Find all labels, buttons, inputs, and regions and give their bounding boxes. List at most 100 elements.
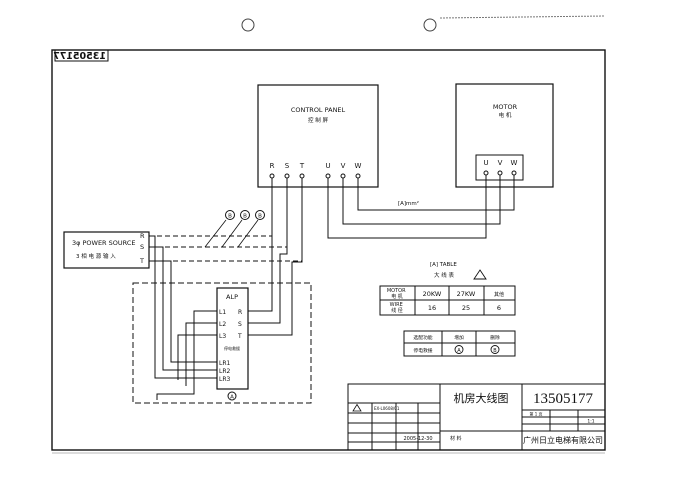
motor-wiring [327,175,515,239]
title-block-material-label: 材 料 [450,435,462,442]
legend-marker-a: A [457,348,461,354]
alp-l2: L2 [219,321,226,328]
callout-circle-1 [225,210,235,220]
cp-terminal-label-v: V [341,162,346,170]
wire-l2 [185,322,224,386]
scan-artifact-line [439,15,606,19]
punch-hole-left [241,18,255,32]
wire-alp-r-to-cp [248,178,273,312]
wire-u [327,175,487,239]
control-panel-input-terminals: R S T [270,162,305,170]
alp-s: S [238,321,242,328]
wire-v [342,175,501,225]
ps-terminal-r: R [140,232,145,240]
callout-leader-3 [237,219,259,248]
callout-leaders [204,219,259,248]
cp-terminal-label-s: S [285,162,290,170]
title-block [347,383,606,451]
table-cell-wire-cn: 线 径 [391,307,403,314]
wire-ps-t-to-alp [149,260,224,363]
wire-alp-t-to-cp [248,178,303,336]
punch-hole-right [423,18,437,32]
table-cell-motor-en: MOTOR [387,288,406,294]
title-block-date: 2005-12-30 [403,436,432,442]
callout-leader-1 [204,219,227,248]
cp-terminal-label-w: W [355,162,362,170]
cp-dot-u [325,173,331,179]
motor-title: MOTOR [493,103,518,111]
title-block-revision-code: EX-L0608/01 [374,406,400,411]
cp-terminal-dots [269,173,361,179]
table-cell-27kw: 27KW [457,290,476,298]
callout-label-3: B [258,214,262,220]
callout-circle-3 [255,210,265,220]
callout-circle-2 [240,210,250,220]
table-warning-icon [473,269,487,280]
legend-cell-option: 选配功能 [413,334,432,341]
callout-leader-2 [221,219,243,248]
wire-l3 [177,334,224,380]
legend-marker-b: B [493,348,497,354]
wire-w [357,175,515,211]
alp-lr2: LR2 [219,368,231,375]
alp-title: ALP [226,293,238,301]
cp-terminal-label-t: T [299,162,305,170]
title-block-sheet-info: 第 1 页 [529,411,542,417]
legend-cell-rescue: 停电救援 [413,347,432,354]
alp-lr1: LR1 [219,360,231,367]
table-cell-motor: MOTOR 电 机 [387,288,407,300]
alp-marker-circle [227,391,237,401]
power-source-title: 3φ POWER SOURCE [72,239,135,247]
table-title: [A] TABLE [430,262,457,268]
wire-ps-r-to-alp [149,235,224,379]
motor-box [455,83,554,188]
motor-terminal-v: V [498,159,503,167]
motor-dot-w [511,170,517,176]
power-source-box [63,231,150,269]
table-subtitle: 大 线 表 [434,271,454,279]
legend-cell-delete: 删除 [490,334,500,341]
title-block-scale: 1:1 [587,419,594,425]
alp-l3: L3 [219,333,226,340]
motor-terminal-dots [483,170,517,176]
control-panel-title: CONTROL PANEL [291,106,346,114]
dashed-direct-feed [149,235,302,262]
title-block-drawing-number: 13505177 [533,391,594,407]
ps-terminal-t: T [139,257,144,265]
callout-label-2: B [243,214,247,220]
cp-dot-v [340,173,346,179]
ps-terminal-s: S [140,243,144,251]
alp-r: R [238,309,242,316]
alp-option-enclosure [132,282,312,404]
control-panel-output-terminals: U V W [325,162,361,170]
table-cell-16: 16 [428,304,436,312]
wire-size-label: [A]mm² [398,200,419,207]
table-cell-motor-cn: 电 机 [391,293,403,300]
control-panel-box [257,84,379,188]
wire-alp-s-to-cp [248,178,288,324]
control-panel-subtitle: 控 制 屏 [308,116,328,124]
title-block-drawing-title: 机房大线图 [454,391,509,405]
cp-dot-r [269,173,275,179]
wire-l1 [156,310,224,400]
power-wiring [149,178,303,400]
legend-cell-add: 增加 [454,334,464,341]
motor-terminal-u: U [483,159,488,167]
cp-terminal-label-u: U [325,162,330,170]
cp-dot-w [355,173,361,179]
cp-dot-t [299,173,305,179]
power-source-subtitle: 3 相 电 源 输 入 [76,252,116,260]
motor-dot-u [483,170,489,176]
alp-lr3: LR3 [219,376,231,383]
alp-middle-label: 停电救援 [224,345,240,351]
callout-label-1: B [228,214,232,220]
wire-table [379,285,516,316]
drawing-frame [51,49,606,451]
table-cell-20kw: 20KW [423,290,442,298]
table-cell-wire: WIRE 线 径 [390,302,405,314]
cp-dot-s [284,173,290,179]
mirrored-number-box [54,49,109,62]
alp-t: T [237,333,242,340]
callout-markers: B B B [225,210,265,220]
